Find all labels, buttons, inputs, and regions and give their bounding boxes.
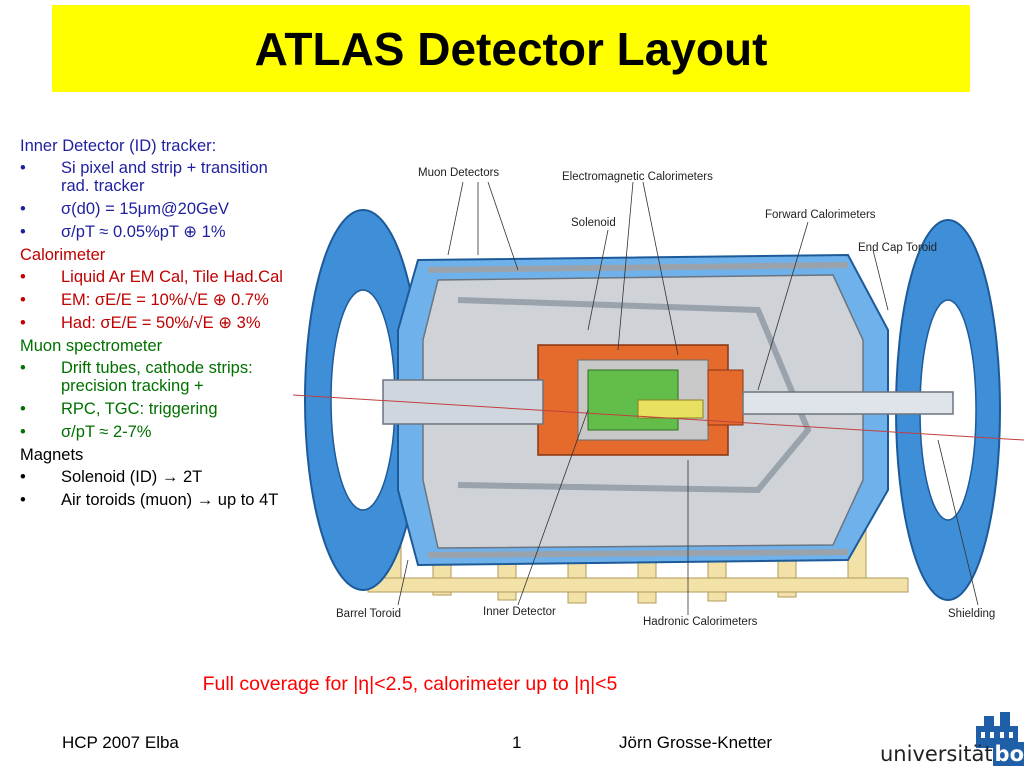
bullet-item: EM: σE/E = 10%/√E ⊕ 0.7% xyxy=(20,291,285,309)
bullet-item: Solenoid (ID) → 2T xyxy=(20,468,285,486)
bullet-item: Si pixel and strip + transition rad. tra… xyxy=(20,159,285,195)
label-muon-detectors: Muon Detectors xyxy=(418,167,499,179)
label-forward-calorimeters: Forward Calorimeters xyxy=(765,209,876,221)
label-em-calorimeters: Electromagnetic Calorimeters xyxy=(562,171,713,183)
bullet-item: σ(d0) = 15μm@20GeV xyxy=(20,200,285,218)
bullet-item: Had: σE/E = 50%/√E ⊕ 3% xyxy=(20,314,285,332)
footer-page-number: 1 xyxy=(512,733,522,752)
page-title: ATLAS Detector Layout xyxy=(254,22,768,75)
atlas-detector-drawing: Muon Detectors Electromagnetic Calorimet… xyxy=(292,167,1024,628)
logo-text-highlight: bonn xyxy=(992,742,1024,766)
atlas-detector-figure: Muon Detectors Electromagnetic Calorimet… xyxy=(288,160,1024,632)
bullet-item: σ/pT ≈ 2-7% xyxy=(20,423,285,441)
label-end-cap-toroid: End Cap Toroid xyxy=(858,242,937,254)
calorimeter xyxy=(537,344,744,456)
bullet-item: Air toroids (muon) → up to 4T xyxy=(20,491,285,509)
callout-lines xyxy=(397,181,979,615)
bullet-item: Drift tubes, cathode strips: precision t… xyxy=(20,359,285,395)
label-barrel-toroid: Barrel Toroid xyxy=(336,608,401,620)
barrel-toroid-coils xyxy=(427,262,849,558)
section-heading-calorimeter: Calorimeter xyxy=(20,246,106,264)
title-banner: ATLAS Detector Layout xyxy=(52,5,970,92)
beam-pipe xyxy=(292,379,1024,441)
section-heading-magnets: Magnets xyxy=(20,446,84,464)
footer-event: HCP 2007 Elba xyxy=(62,733,179,752)
bullet-item: Liquid Ar EM Cal, Tile Had.Cal xyxy=(20,268,285,286)
section-heading-muon: Muon spectrometer xyxy=(20,337,163,355)
label-hadronic-calorimeters: Hadronic Calorimeters xyxy=(643,616,758,628)
section-list-muon: Drift tubes, cathode strips: precision t… xyxy=(20,359,285,441)
bullet-list: Inner Detector (ID) tracker: Si pixel an… xyxy=(20,137,285,514)
section-list-inner-detector: Si pixel and strip + transition rad. tra… xyxy=(20,159,285,241)
label-shielding: Shielding xyxy=(948,608,995,620)
section-heading-inner-detector: Inner Detector (ID) tracker: xyxy=(20,137,217,155)
end-cap-wheel-left xyxy=(304,209,422,591)
bullet-item: RPC, TGC: triggering xyxy=(20,400,285,418)
bullet-item: σ/pT ≈ 0.05%pT ⊕ 1% xyxy=(20,223,285,241)
footer-author: Jörn Grosse-Knetter xyxy=(619,733,773,752)
coverage-note: Full coverage for |η|<2.5, calorimeter u… xyxy=(202,673,618,695)
logo-text-plain: universität xyxy=(880,742,993,766)
label-solenoid: Solenoid xyxy=(571,217,616,229)
section-list-calorimeter: Liquid Ar EM Cal, Tile Had.Cal EM: σE/E … xyxy=(20,268,285,332)
university-logo: universitätbonn xyxy=(880,712,1024,768)
label-inner-detector: Inner Detector xyxy=(483,606,556,618)
section-list-magnets: Solenoid (ID) → 2T Air toroids (muon) → … xyxy=(20,468,285,509)
logo-wordmark: universitätbonn xyxy=(880,742,1024,766)
